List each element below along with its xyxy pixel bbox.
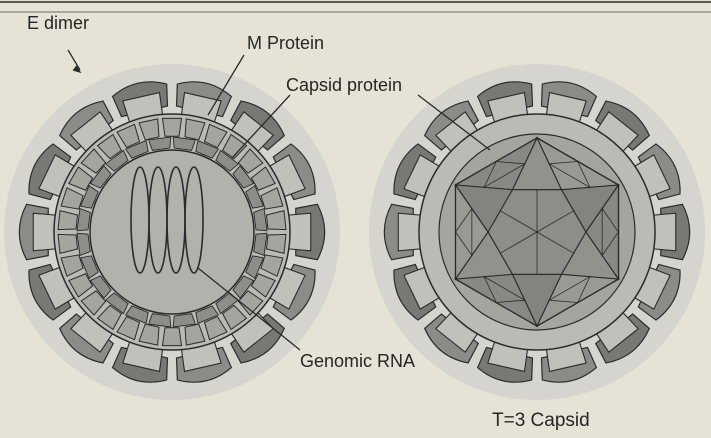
m-protein-unit: [162, 118, 181, 136]
e-dimer-leader: [68, 50, 80, 70]
virion-external-view: [369, 64, 705, 400]
genomic-rna-label: Genomic RNA: [300, 352, 415, 370]
e-protein-block: [289, 213, 311, 251]
t3-capsid-caption: T=3 Capsid: [492, 411, 590, 430]
virion-cross-section: [4, 64, 340, 400]
e-protein-block: [654, 213, 676, 251]
m-protein-label: M Protein: [247, 34, 324, 52]
m-protein-unit: [162, 328, 181, 346]
capsid-protein-label: Capsid protein: [286, 76, 402, 94]
e-protein-block: [33, 213, 55, 251]
e-protein-block: [398, 213, 420, 251]
e-dimer-label: E dimer: [27, 14, 89, 32]
